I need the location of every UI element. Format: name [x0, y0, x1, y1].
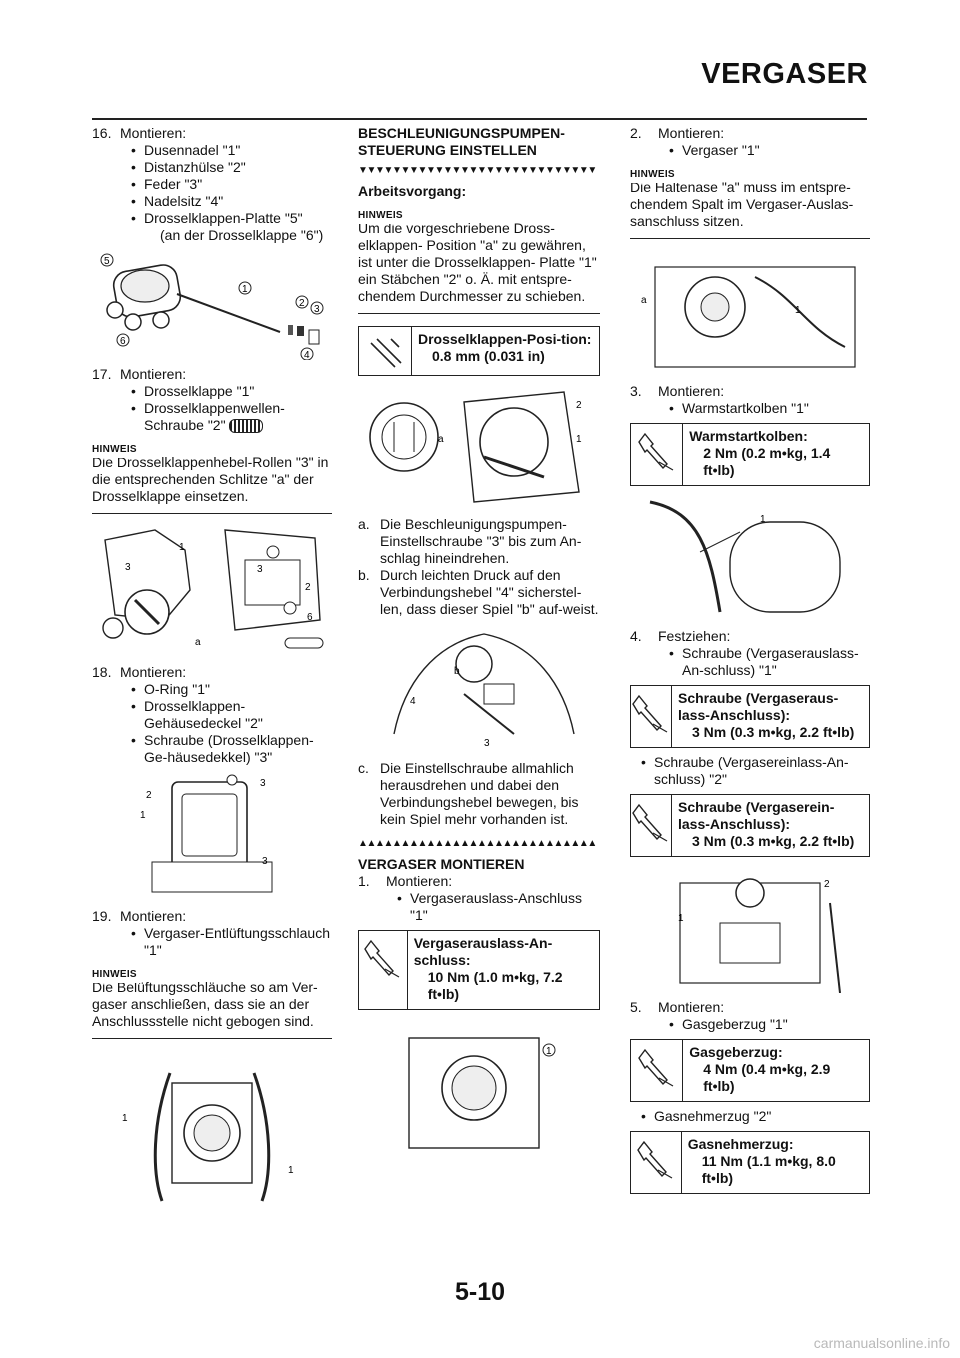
svg-text:1: 1 [242, 284, 248, 295]
torque-wrench-icon [364, 940, 400, 978]
svg-text:1: 1 [179, 542, 185, 553]
torque-wrench-icon [632, 804, 668, 842]
svg-text:2: 2 [305, 582, 311, 593]
column-2: BESCHLEUNIGUNGSPUMPEN-STEUERUNG EINSTELL… [358, 125, 600, 1164]
header-rule [92, 118, 867, 120]
svg-text:1: 1 [795, 305, 801, 316]
step-17: 17. Montieren: •Drosselklappe "1" •Dross… [92, 366, 285, 434]
accelerator-pump-figure: b 4 3 [393, 633, 575, 749]
torque-wrench-icon [632, 695, 668, 733]
svg-text:6: 6 [307, 612, 313, 623]
step-5b: •Gasnehmerzug "2" [641, 1108, 772, 1124]
note-hinweis-4: HINWEIS Die Haltenase "a" muss im entspr… [630, 166, 870, 239]
svg-text:1: 1 [576, 434, 582, 445]
outlet-joint-figure: 1 [408, 1037, 556, 1149]
step-install-4: 4. Festziehen: •Schraube (Vergaserauslas… [630, 628, 859, 678]
svg-text:1: 1 [140, 810, 146, 821]
step-a: a.Die Beschleunigungspumpen-Einstellschr… [358, 516, 582, 566]
spec-box-hot-start: Warmstartkolben: 2 Nm (0.2 m•kg, 1.4 ft•… [630, 423, 870, 486]
caliper-icon [370, 338, 402, 368]
spec-box-throttle-position: Drosselklappen-Posi-tion: 0.8 mm (0.031 … [358, 326, 600, 376]
spec-box-outlet-joint: Vergaserauslass-An-schluss: 10 Nm (1.0 m… [358, 930, 600, 1010]
throttle-valve-figure: 1 3 a 3 2 6 [101, 529, 323, 649]
procedure-label: Arbeitsvorgang: [358, 183, 467, 199]
joint-screws-figure: 1 2 [678, 878, 841, 993]
page-title: VERGASER [701, 58, 868, 90]
step-19: 19. Montieren: •Vergaser-Entlüftungsschl… [92, 908, 330, 958]
step-c: c.Die Einstellschraube allmahlich heraus… [358, 760, 579, 827]
column-1: 16. Montieren: •Dusennadel "1" •Distanzh… [92, 125, 332, 1209]
spec-box-throttle-return-cable: Gasnehmerzug: 11 Nm (1.1 m•kg, 8.0 ft•lb… [630, 1131, 870, 1194]
spec-box-inlet-screw: Schraube (Vergaserein-lass-Anschluss): 3… [630, 794, 870, 857]
section-title-install: VERGASER MONTIEREN [358, 856, 525, 872]
threadlock-icon [229, 419, 264, 434]
watermark: carmanualsonline.info [813, 1335, 950, 1351]
svg-text:2: 2 [576, 400, 582, 411]
svg-text:3: 3 [484, 738, 490, 749]
triangles-up: ▲▲▲▲▲▲▲▲▲▲▲▲▲▲▲▲▲▲▲▲▲▲▲▲▲▲▲▲ [358, 838, 597, 849]
svg-text:2: 2 [299, 298, 305, 309]
svg-text:6: 6 [120, 336, 126, 347]
svg-text:a: a [438, 434, 444, 445]
svg-text:b: b [454, 666, 460, 677]
step-16: 16. Montieren: •Dusennadel "1" •Distanzh… [92, 125, 324, 243]
step-4b: •Schraube (Vergasereinlass-An-schluss) "… [641, 754, 849, 787]
svg-text:3: 3 [257, 564, 263, 575]
svg-text:1: 1 [288, 1165, 294, 1176]
torque-wrench-icon [637, 1049, 674, 1087]
svg-text:3: 3 [260, 778, 266, 789]
svg-text:3: 3 [125, 562, 131, 573]
svg-text:1: 1 [760, 514, 766, 525]
note-hinweis-3: HINWEIS Um die vorgeschriebene Dross-elk… [358, 207, 600, 314]
svg-text:2: 2 [824, 879, 830, 890]
note-hinweis-1: HINWEIS Die Drosselklappenhebel-Rollen "… [92, 441, 332, 514]
torque-wrench-icon [637, 433, 674, 471]
svg-text:2: 2 [146, 790, 152, 801]
svg-text:a: a [195, 637, 201, 648]
section-title-accelerator: BESCHLEUNIGUNGSPUMPEN-STEUERUNG EINSTELL… [358, 125, 565, 158]
triangles-down: ▼▼▼▼▼▼▼▼▼▼▼▼▼▼▼▼▼▼▼▼▼▼▼▼▼▼▼▼ [358, 165, 597, 176]
svg-text:4: 4 [304, 350, 310, 360]
step-18: 18. Montieren: •O-Ring "1" •Drosselklapp… [92, 664, 314, 765]
svg-text:1: 1 [546, 1046, 552, 1057]
svg-text:1: 1 [122, 1113, 128, 1124]
svg-text:3: 3 [262, 856, 268, 867]
column-3: 2. Montieren: •Vergaser "1" HINWEIS Die … [630, 125, 870, 1200]
step-install-1: 1. Montieren: •Vergaserauslass-Anschluss… [358, 873, 582, 923]
torque-wrench-icon [637, 1141, 673, 1179]
spec-box-throttle-pull-cable: Gasgeberzug: 4 Nm (0.4 m•kg, 2.9 ft•lb) [630, 1039, 870, 1102]
throttle-cover-figure: 1 2 3 3 [140, 774, 273, 893]
needle-assembly-figure: 5 6 1 2 3 4 [100, 253, 323, 360]
throttle-position-figure: a 2 1 [369, 391, 582, 503]
breather-hose-figure: 1 1 [122, 1072, 294, 1202]
step-install-3: 3. Montieren: •Warmstartkolben "1" [630, 383, 809, 416]
step-install-5: 5. Montieren: •Gasgeberzug "1" [630, 999, 788, 1032]
step-install-2: 2. Montieren: •Vergaser "1" [630, 125, 760, 158]
page-number: 5-10 [454, 1278, 506, 1306]
carburetor-install-figure: a 1 [641, 266, 856, 368]
svg-text:1: 1 [678, 913, 684, 924]
svg-text:4: 4 [410, 696, 416, 707]
svg-text:5: 5 [104, 256, 110, 267]
svg-text:a: a [641, 295, 647, 306]
hot-start-plunger-figure: 1 [649, 500, 841, 613]
step-b: b.Durch leichten Druck auf den Verbindun… [358, 567, 599, 617]
svg-text:3: 3 [314, 304, 320, 315]
spec-box-outlet-screw: Schraube (Vergaseraus-lass-Anschluss): 3… [630, 685, 870, 748]
note-hinweis-2: HINWEIS Die Belüftungsschläuche so am Ve… [92, 966, 332, 1039]
